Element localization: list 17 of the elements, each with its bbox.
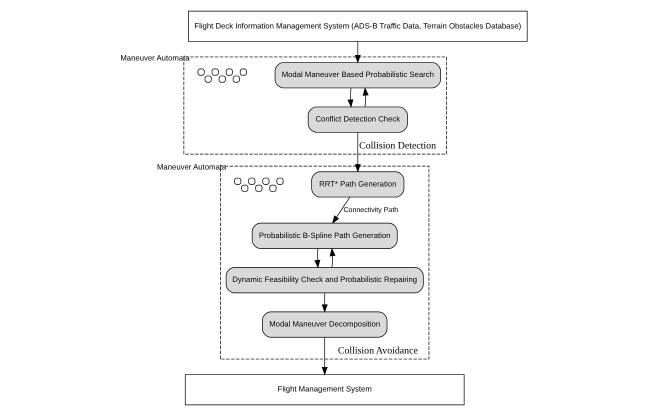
node-box: Flight Management System bbox=[184, 374, 464, 406]
arrow bbox=[362, 87, 369, 108]
arrow bbox=[330, 248, 336, 268]
arrow bbox=[332, 196, 350, 224]
arrow bbox=[322, 336, 328, 376]
node-box: Modal Maneuver Decomposition bbox=[262, 312, 388, 338]
arrow bbox=[347, 88, 354, 108]
node-box: Modal Maneuver Based Probabilistic Search bbox=[274, 62, 441, 88]
node-box: Dynamic Feasibility Check and Probabilistic Repairing bbox=[226, 267, 424, 294]
node-box: Probabilistic B-Spline Path Generation bbox=[252, 222, 398, 249]
node-box: Flight Deck Information Management System (ADS-B Traffic Data, Terrain Obstacles Database) bbox=[188, 10, 528, 42]
arrow bbox=[354, 132, 361, 173]
node-box: Conflict Detection Check bbox=[308, 106, 408, 133]
arrow bbox=[314, 248, 320, 268]
node-box: RRT* Path Generation bbox=[311, 171, 404, 198]
arrow bbox=[354, 41, 361, 64]
arrow bbox=[322, 292, 328, 313]
